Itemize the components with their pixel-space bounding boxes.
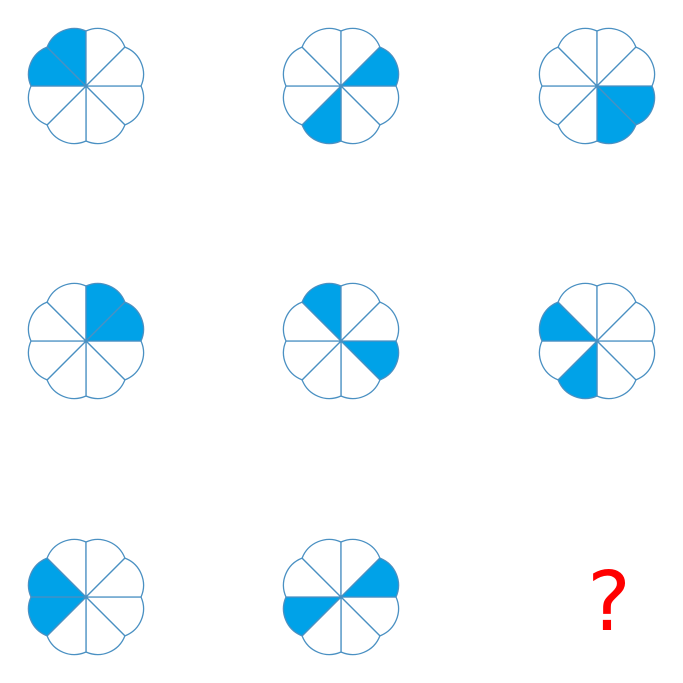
petal-blank [85, 340, 145, 381]
flower-figure-r1-c3 [538, 27, 656, 145]
petal-shaded [85, 282, 126, 342]
petal-blank [27, 85, 87, 126]
flower-figure-r1-c2 [282, 27, 400, 145]
petal-blank [85, 85, 126, 145]
petal-blank [282, 301, 342, 342]
petal-shaded [46, 27, 87, 87]
petal-shaded [85, 301, 145, 342]
petal-blank [301, 27, 342, 87]
petal-blank [340, 282, 381, 342]
petal-shaded [538, 301, 598, 342]
petal-blank [46, 538, 87, 598]
question-mark: ? [587, 555, 631, 650]
petal-blank [340, 340, 381, 400]
flower-figure-r2-c2 [282, 282, 400, 400]
petal-blank [85, 46, 145, 87]
petal-blank [340, 596, 400, 637]
petal-blank [596, 282, 637, 342]
petal-blank [301, 538, 342, 598]
petal-blank [46, 340, 87, 400]
petal-blank [282, 340, 342, 381]
petal-shaded [340, 46, 400, 87]
petal-blank [538, 85, 598, 126]
petal-blank [596, 340, 637, 400]
petal-blank [46, 85, 87, 145]
petal-blank [85, 596, 126, 656]
petal-blank [557, 85, 598, 145]
petal-shaded [282, 596, 342, 637]
petal-blank [85, 27, 126, 87]
petal-shaded [596, 85, 637, 145]
petal-blank [557, 27, 598, 87]
flower-figure-r1-c1 [27, 27, 145, 145]
petal-blank [27, 301, 87, 342]
petal-blank [85, 596, 145, 637]
petal-blank [85, 85, 145, 126]
flower-figure-r2-c3 [538, 282, 656, 400]
petal-blank [340, 85, 381, 145]
petal-blank [282, 85, 342, 126]
petal-shaded [27, 46, 87, 87]
petal-shaded [340, 557, 400, 598]
petal-shaded [301, 282, 342, 342]
petal-blank [596, 46, 656, 87]
petal-blank [340, 301, 400, 342]
flower-figure-r3-c1 [27, 538, 145, 656]
petal-blank [46, 596, 87, 656]
petal-blank [282, 557, 342, 598]
petal-shaded [340, 340, 400, 381]
petal-shaded [27, 596, 87, 637]
flower-figure-r3-c2 [282, 538, 400, 656]
petal-blank [85, 538, 126, 598]
petal-shaded [557, 340, 598, 400]
petal-blank [27, 340, 87, 381]
petal-blank [596, 27, 637, 87]
petal-blank [340, 27, 381, 87]
petal-blank [282, 46, 342, 87]
petal-blank [85, 340, 126, 400]
figures-layer [27, 27, 656, 656]
petal-blank [557, 282, 598, 342]
petal-blank [596, 301, 656, 342]
petal-blank [538, 340, 598, 381]
petal-blank [538, 46, 598, 87]
petal-shaded [596, 85, 656, 126]
petal-shaded [301, 85, 342, 145]
petal-blank [340, 596, 381, 656]
flower-figure-r2-c1 [27, 282, 145, 400]
petal-blank [340, 85, 400, 126]
petal-blank [46, 282, 87, 342]
petal-blank [301, 340, 342, 400]
petal-blank [301, 596, 342, 656]
petal-blank [596, 340, 656, 381]
petal-blank [85, 557, 145, 598]
petal-blank [340, 538, 381, 598]
petal-shaded [27, 557, 87, 598]
